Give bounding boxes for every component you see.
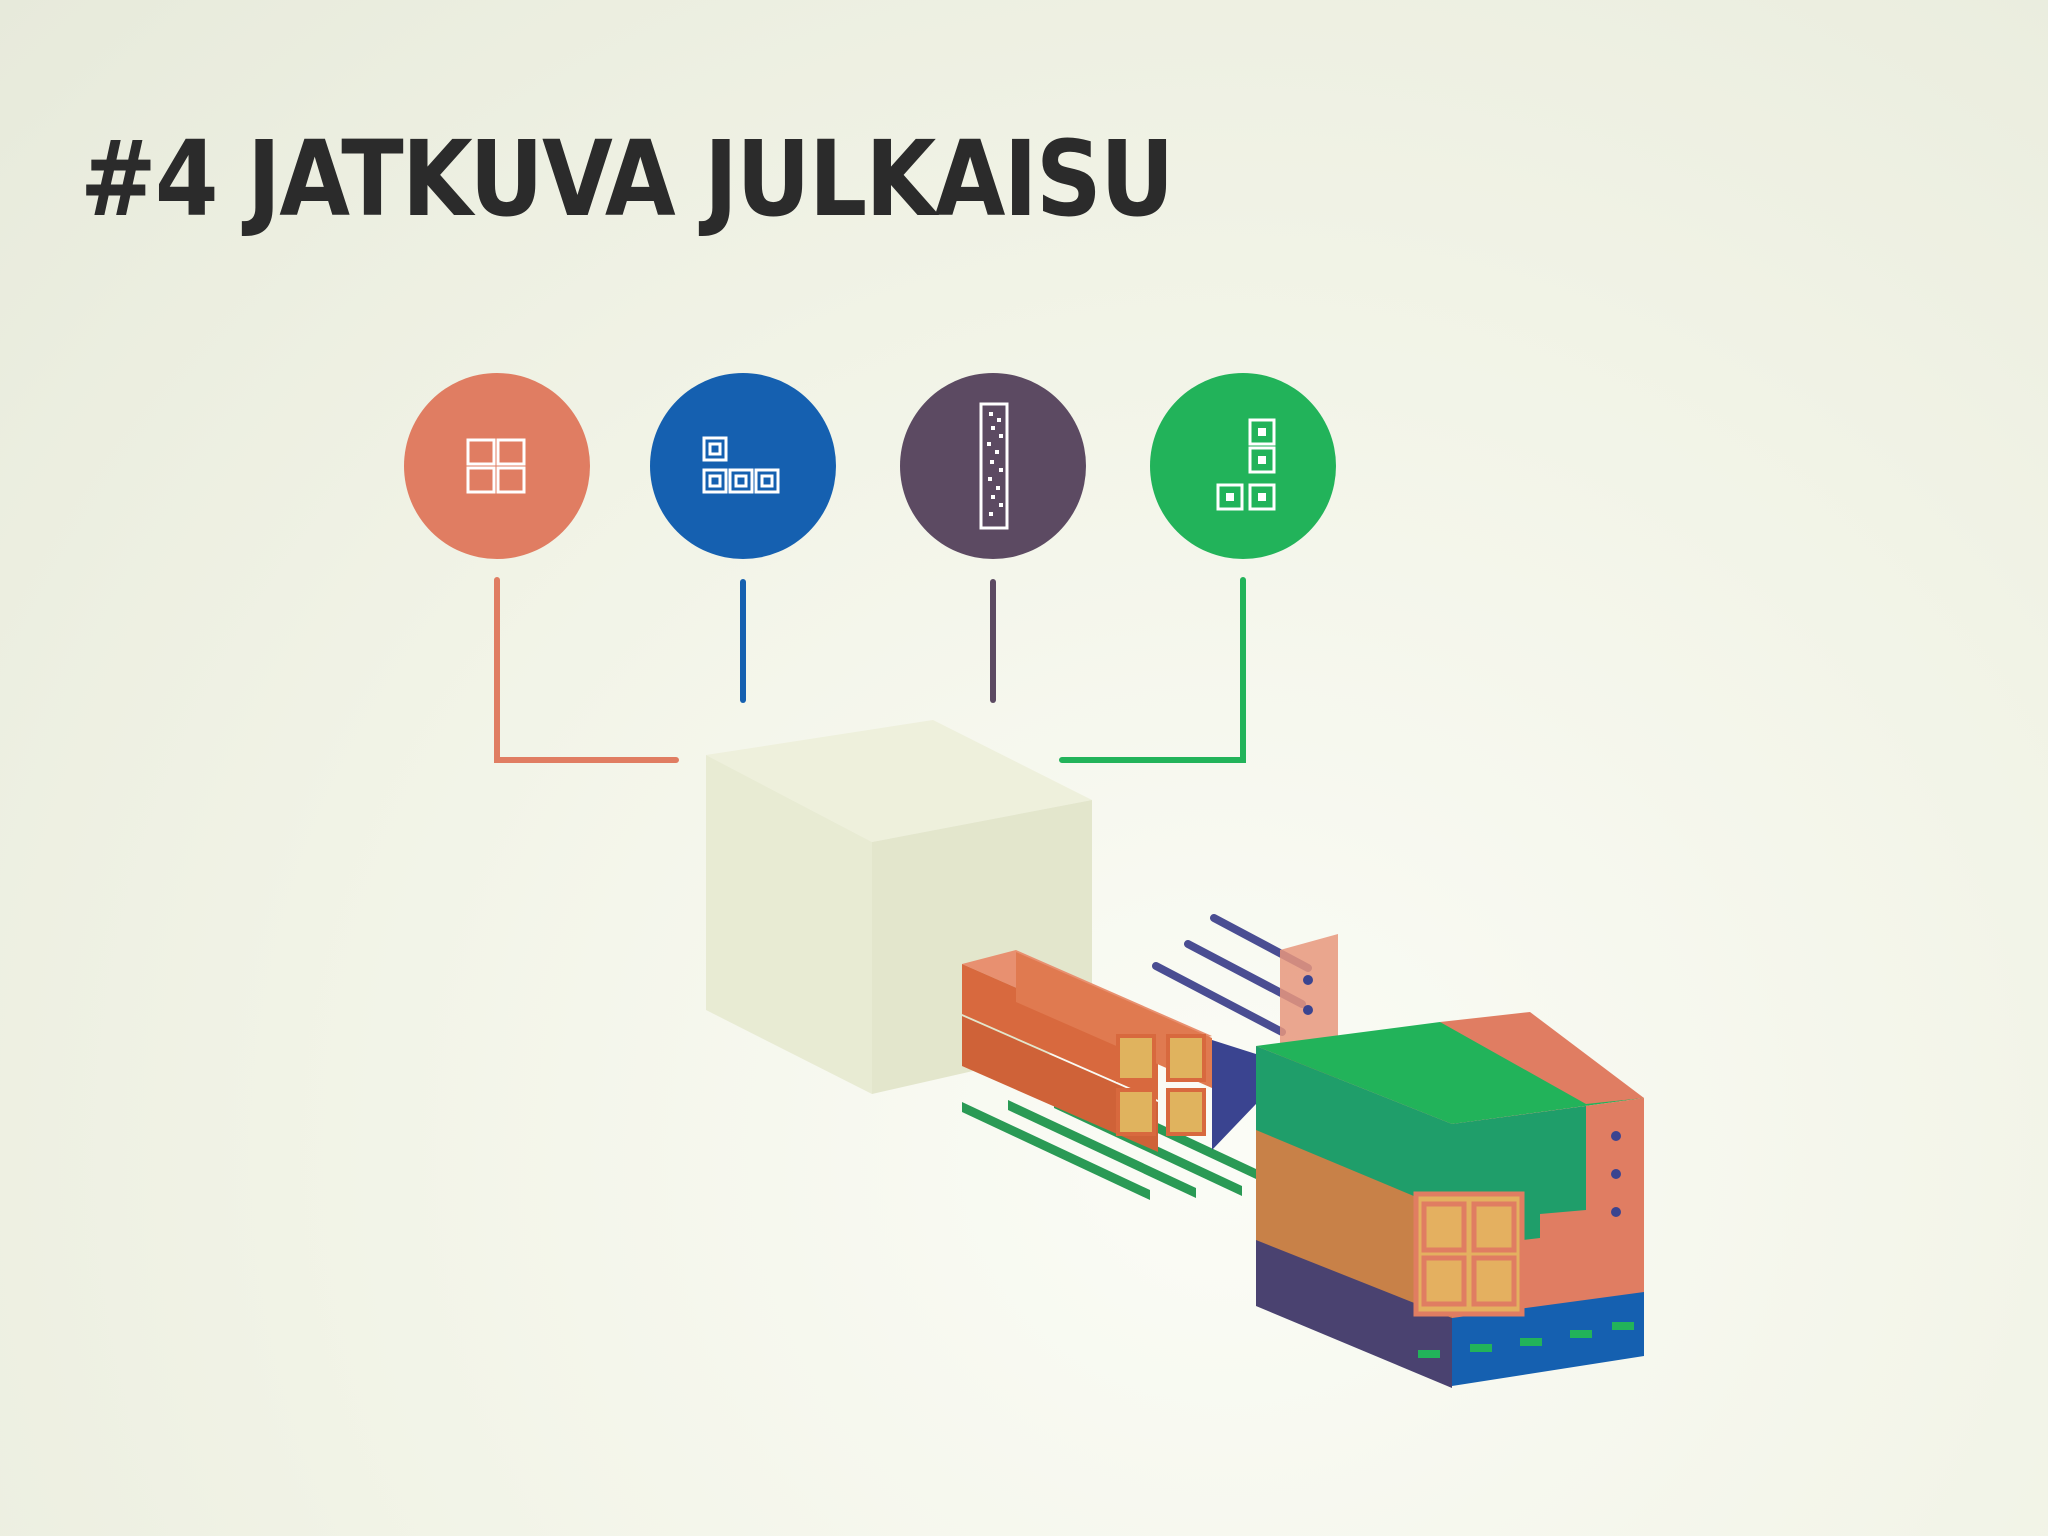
ghost-cube — [706, 720, 1092, 1094]
green-connector-line — [1059, 577, 1246, 763]
grid-2x2-blocks-icon — [404, 373, 590, 559]
vertical-bar-block-icon — [900, 373, 1086, 559]
connector-lines — [494, 577, 1246, 763]
orange-connector-line — [494, 577, 679, 763]
orange-beams — [962, 950, 1256, 1152]
assembled-cube — [1256, 1012, 1644, 1388]
slide-title: #4 JATKUVA JULKAISU — [80, 118, 1174, 240]
j-shape-blocks-icon — [1150, 373, 1336, 559]
l-shape-blocks-icon — [650, 373, 836, 559]
